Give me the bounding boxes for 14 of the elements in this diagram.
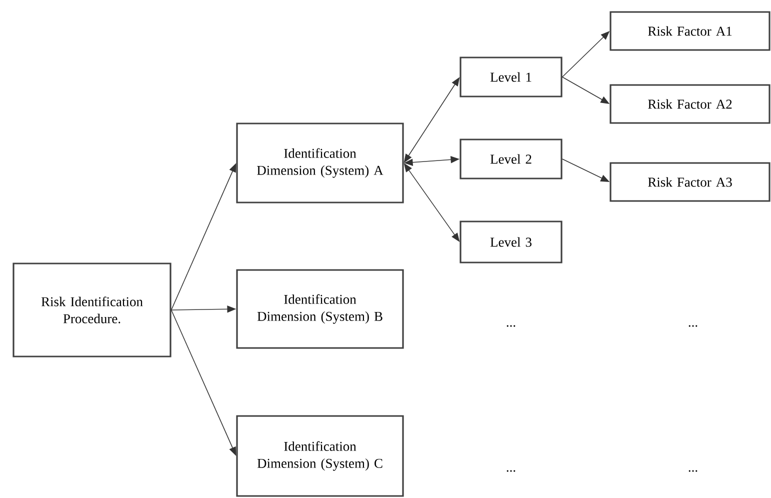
- process-box: Identification Dimension (System) B: [236, 269, 404, 349]
- process-box: Level 2: [460, 138, 562, 180]
- ellipsis: ...: [688, 325, 698, 327]
- process-box: Risk Factor A3: [610, 162, 770, 202]
- process-box: Level 1: [460, 56, 562, 98]
- process-box: Risk Factor A1: [610, 11, 770, 51]
- ellipsis: ...: [688, 470, 698, 472]
- process-box: Risk Identification Procedure.: [12, 262, 172, 358]
- process-box: Identification Dimension (System) C: [236, 415, 404, 497]
- process-box: Level 3: [460, 220, 562, 264]
- process-box: Risk Factor A2: [610, 84, 770, 124]
- ellipsis: ...: [506, 325, 516, 327]
- process-box: Identification Dimension (System) A: [236, 122, 404, 204]
- ellipsis: ...: [506, 470, 516, 472]
